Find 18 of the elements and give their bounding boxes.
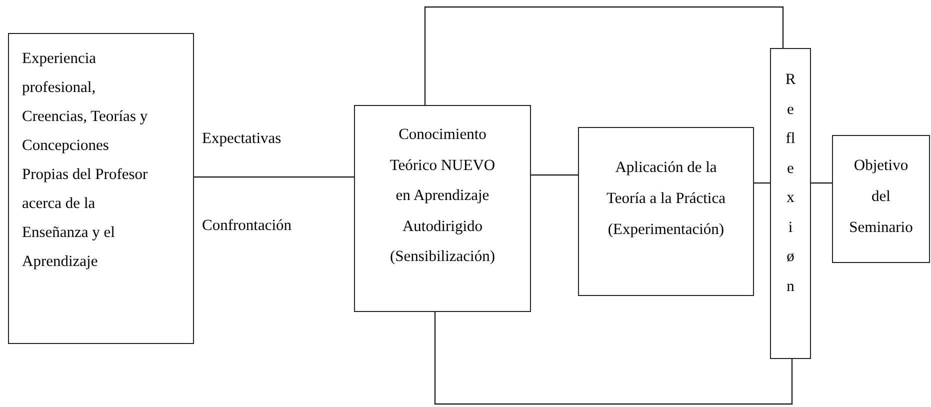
reflection-bar xyxy=(770,48,811,359)
annotation-text: Confrontación xyxy=(202,216,292,236)
box-text: Aplicación de la Teoría a la Práctica (Experimentación) xyxy=(606,158,726,240)
connector-line xyxy=(531,174,578,176)
connector-line xyxy=(754,182,770,184)
box-text: Objetivo del Seminario xyxy=(848,156,914,238)
process-box xyxy=(8,33,194,344)
process-box xyxy=(354,105,531,312)
annotation-text: Expectativas xyxy=(202,129,282,149)
connector-line xyxy=(811,182,832,184)
connector-line xyxy=(194,176,354,178)
process-box xyxy=(832,135,930,263)
connector-line xyxy=(434,312,793,405)
process-box xyxy=(578,127,754,296)
box-text: Reflexiøn xyxy=(785,70,796,296)
connector-line xyxy=(424,6,784,105)
box-text: Experiencia profesional, Creencias, Teorías y Concepciones Propias del Profesor acerca de la Enseñanza y el Aprendizaje xyxy=(22,49,149,272)
box-text: Conocimiento Teórico NUEVO en Aprendizaje Autodirigido (Sensibilización) xyxy=(388,125,496,267)
